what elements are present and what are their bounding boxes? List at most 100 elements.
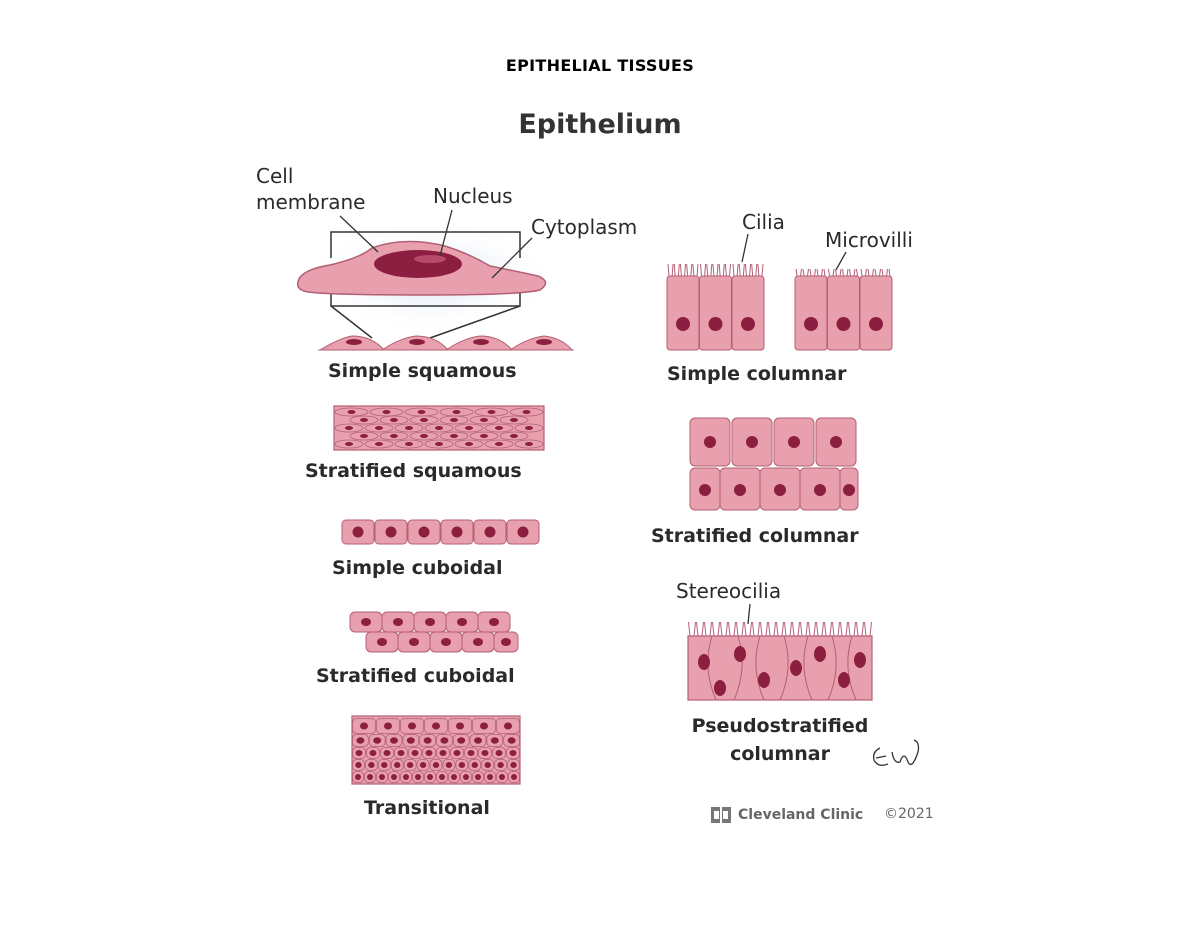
squamous-layer-nucleus (375, 442, 383, 446)
transitional-cells (352, 718, 520, 783)
pseudostratified-cell-border (827, 635, 837, 701)
columnar-cell (666, 275, 700, 351)
pseudostratified-cell-border (803, 635, 813, 701)
pseudostratified-line-1: Pseudostratified (691, 715, 869, 737)
transitional-nucleus (411, 750, 419, 756)
microvillus (872, 268, 874, 277)
stereocilium (688, 621, 691, 637)
stereocilium (701, 621, 704, 637)
stereocilium (845, 621, 848, 637)
squamous-layer-nucleus (452, 410, 461, 414)
cilium (742, 263, 745, 277)
columnar-cell (699, 275, 732, 351)
squamous-layer-nucleus (495, 426, 503, 430)
microvillus (865, 268, 867, 277)
artist-signature (872, 739, 920, 766)
stereocilium (837, 621, 840, 637)
microvillus (821, 268, 823, 277)
leader-nucleus (439, 209, 453, 257)
transitional-nucleus (510, 762, 517, 768)
leader-cytoplasm (491, 237, 533, 279)
microvillus (807, 268, 809, 277)
cilium (732, 263, 735, 277)
transitional-nucleus (445, 762, 453, 768)
microvillus (832, 268, 835, 277)
squamous-layer-nucleus (480, 418, 488, 422)
squamous-layer-nucleus (510, 418, 518, 422)
stratified-cuboidal-nucleus (441, 638, 451, 646)
simple-columnar-diagram (666, 233, 893, 351)
transitional-nucleus (509, 750, 517, 756)
transitional-nucleus (451, 774, 457, 780)
label-stratified-cuboidal: Stratified cuboidal (316, 665, 515, 687)
microvillus (842, 268, 844, 277)
transitional-nucleus (484, 762, 491, 768)
transitional-nucleus (425, 750, 433, 756)
cilium (755, 263, 758, 277)
cilium (667, 263, 670, 277)
columnar-nucleus (869, 317, 883, 331)
squamous-layer-nucleus (487, 410, 496, 414)
pseudostratified-cell-border (779, 635, 789, 701)
stereocilium (829, 621, 832, 637)
magnifier-frame-top (330, 231, 521, 258)
pseudostratified-cell-border (847, 635, 857, 701)
transitional-nucleus (475, 774, 481, 780)
stratified-squamous-layers (334, 407, 544, 449)
transitional-nucleus (355, 750, 363, 756)
pseudostratified-cell-border (707, 635, 717, 701)
transitional-nucleus (403, 774, 409, 780)
simple-squamous-diagram (318, 335, 574, 351)
squamous-row-nucleus (346, 339, 362, 345)
stereocilium (853, 621, 856, 637)
stereocilium (840, 621, 843, 637)
stereocilium (832, 621, 835, 637)
squamous-layer-nucleus (435, 426, 443, 430)
stereocilium (824, 621, 827, 637)
transitional-diagram (351, 715, 521, 785)
nucleus-highlight (414, 255, 446, 263)
cuboidal-nucleus (418, 526, 430, 538)
squamous-layer-nucleus (345, 426, 353, 430)
leader-stereocilia (747, 603, 751, 625)
transitional-nucleus (463, 774, 469, 780)
stratified-cuboidal-nucleus (377, 638, 387, 646)
microvillus (879, 268, 881, 277)
transitional-nucleus (355, 762, 362, 768)
stereocilia-annotation: Stereocilia (676, 579, 782, 603)
microvillus (823, 268, 826, 277)
stratified-columnar-nucleus (830, 436, 842, 448)
squamous-layer-nucleus (360, 418, 368, 422)
transitional-nucleus (432, 722, 440, 730)
figure-title: Epithelium (518, 109, 682, 140)
leader-cilia (741, 233, 749, 263)
stereocilium (696, 621, 699, 637)
microvillus (881, 268, 884, 277)
cilium (677, 263, 680, 277)
squamous-layer-nucleus (375, 426, 383, 430)
stereocilium (768, 621, 771, 637)
cilium (692, 263, 695, 277)
brand-credit: Cleveland Clinic (710, 806, 863, 824)
microvillus (886, 268, 888, 277)
stratified-cuboidal-nucleus (457, 618, 467, 626)
cilium (736, 263, 739, 277)
transitional-nucleus (384, 722, 392, 730)
stratified-columnar-nucleus (734, 484, 746, 496)
transitional-nucleus (495, 750, 503, 756)
stereocilium (792, 621, 795, 637)
squamous-layer-nucleus (347, 410, 356, 414)
stratified-cuboidal-nucleus (393, 618, 403, 626)
stereocilium (704, 621, 707, 637)
microvillus (846, 268, 849, 277)
transitional-nucleus (481, 750, 489, 756)
stratified-columnar-nucleus (774, 484, 786, 496)
squamous-layer-nucleus (525, 426, 533, 430)
pseudostratified-line-2: columnar (730, 743, 830, 765)
cilium (757, 263, 760, 277)
stereocilium (709, 621, 712, 637)
cilia-annotation: Cilia (742, 210, 785, 234)
squamous-layer-nucleus (450, 434, 458, 438)
squamous-layer-nucleus (390, 434, 398, 438)
